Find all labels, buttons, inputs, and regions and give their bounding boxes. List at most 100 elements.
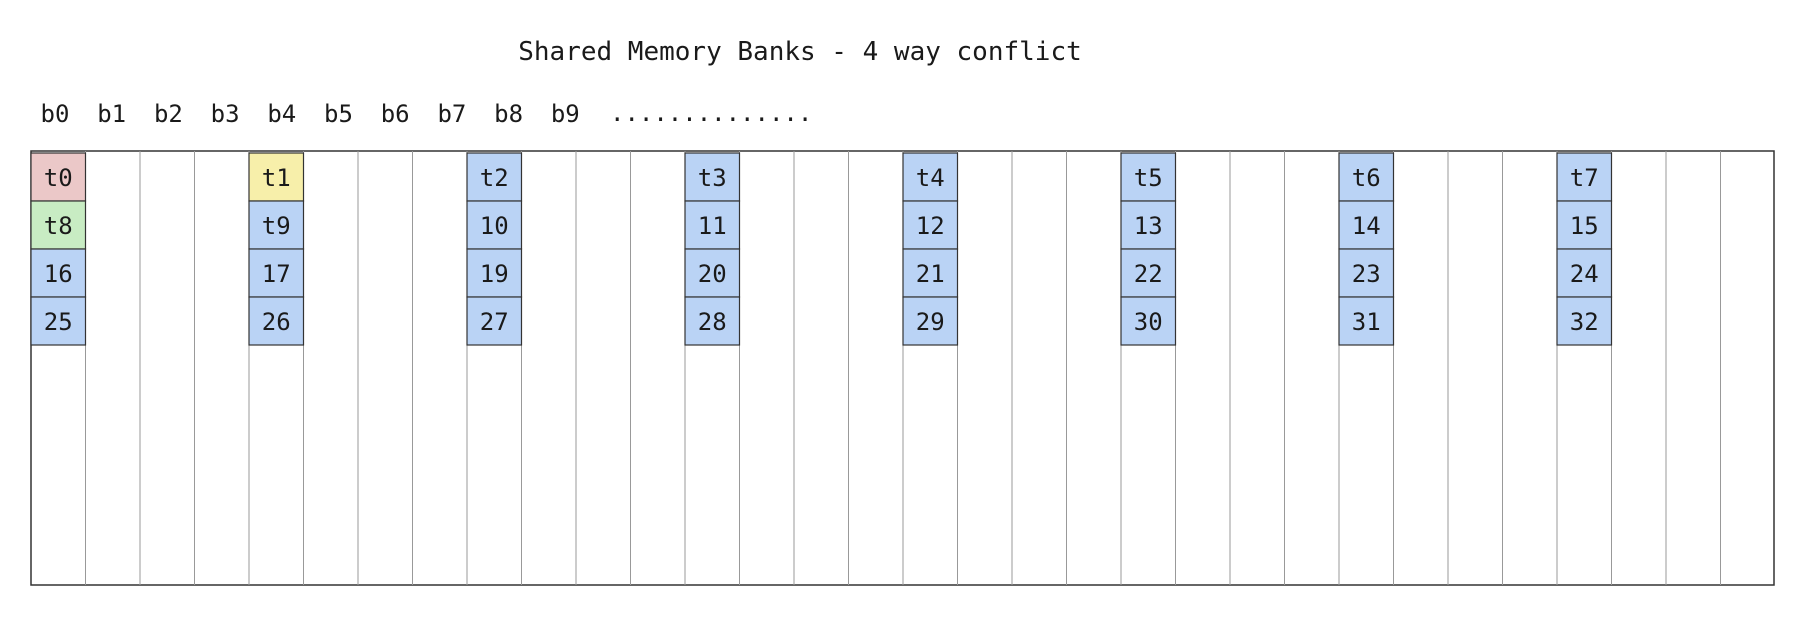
bank-labels: b0 b1 b2 b3 b4 b5 b6 b7 b8 b9 [41, 100, 580, 128]
thread-cell: t6 [1338, 152, 1395, 202]
thread-cell-box [466, 152, 523, 202]
thread-cell-box [1556, 152, 1613, 202]
bank-label-b7: b7 [437, 100, 466, 128]
thread-label: 10 [480, 212, 509, 240]
thread-cell: 29 [902, 296, 959, 346]
thread-cell: 10 [466, 200, 523, 250]
thread-label: 16 [44, 260, 73, 288]
thread-label: t0 [44, 164, 73, 192]
bank-label-b2: b2 [154, 100, 183, 128]
thread-cell-box [1120, 296, 1177, 346]
diagram-title: Shared Memory Banks - 4 way conflict [518, 37, 1082, 67]
thread-cell-box [684, 248, 741, 298]
thread-cell: 11 [684, 200, 741, 250]
thread-cell: 27 [466, 296, 523, 346]
thread-cell-box [466, 248, 523, 298]
thread-cell-box [248, 248, 305, 298]
thread-cell-box [902, 152, 959, 202]
thread-cell-box [466, 296, 523, 346]
thread-cell: 20 [684, 248, 741, 298]
thread-label: 24 [1570, 260, 1599, 288]
thread-cell-box [902, 200, 959, 250]
thread-label: t2 [480, 164, 509, 192]
thread-label: t6 [1352, 164, 1381, 192]
thread-cell: 30 [1120, 296, 1177, 346]
thread-label: 21 [916, 260, 945, 288]
thread-label: 26 [262, 308, 291, 336]
thread-label: 31 [1352, 308, 1381, 336]
thread-label: 23 [1352, 260, 1381, 288]
thread-cell: 13 [1120, 200, 1177, 250]
thread-label: 20 [698, 260, 727, 288]
thread-cell-box [684, 200, 741, 250]
bank-label-b3: b3 [211, 100, 240, 128]
thread-cell-box [248, 200, 305, 250]
thread-cell: 12 [902, 200, 959, 250]
thread-cell-box [684, 296, 741, 346]
thread-cell: 32 [1556, 296, 1613, 346]
thread-cell-box [1338, 296, 1395, 346]
thread-cell-box [902, 296, 959, 346]
thread-label: 11 [698, 212, 727, 240]
bank-label-b5: b5 [324, 100, 353, 128]
thread-cell-box [1556, 248, 1613, 298]
thread-cell-box [902, 248, 959, 298]
thread-label: 12 [916, 212, 945, 240]
bank-label-b6: b6 [381, 100, 410, 128]
thread-label: 29 [916, 308, 945, 336]
bank-label-b8: b8 [494, 100, 523, 128]
thread-label: t8 [44, 212, 73, 240]
bank-label-b4: b4 [267, 100, 296, 128]
thread-cells: t0 t8 16 25 t1 t9 17 26 t2 10 19 27 t3 11 20 28 t4 12 21 29… [30, 152, 1613, 346]
thread-cell: 31 [1338, 296, 1395, 346]
thread-cell: t0 [30, 152, 87, 202]
thread-label: t1 [262, 164, 291, 192]
thread-cell: t1 [248, 152, 305, 202]
thread-cell-box [1556, 296, 1613, 346]
bank-label-b1: b1 [97, 100, 126, 128]
thread-label: 25 [44, 308, 73, 336]
thread-label: 14 [1352, 212, 1381, 240]
thread-label: t7 [1570, 164, 1599, 192]
thread-label: t9 [262, 212, 291, 240]
thread-cell: t7 [1556, 152, 1613, 202]
thread-cell: t4 [902, 152, 959, 202]
thread-cell: 23 [1338, 248, 1395, 298]
more-banks-ellipsis: .............. [610, 99, 812, 127]
thread-cell: 21 [902, 248, 959, 298]
thread-cell: 26 [248, 296, 305, 346]
thread-cell: t3 [684, 152, 741, 202]
thread-cell-box [248, 296, 305, 346]
thread-label: 32 [1570, 308, 1599, 336]
bank-label-b0: b0 [41, 100, 70, 128]
thread-cell: 14 [1338, 200, 1395, 250]
thread-cell-box [1338, 200, 1395, 250]
thread-label: t4 [916, 164, 945, 192]
thread-label: 17 [262, 260, 291, 288]
thread-label: 30 [1134, 308, 1163, 336]
thread-cell-box [1338, 248, 1395, 298]
thread-cell: 28 [684, 296, 741, 346]
bank-label-b9: b9 [551, 100, 580, 128]
thread-cell: 24 [1556, 248, 1613, 298]
thread-cell-box [466, 200, 523, 250]
thread-cell: t9 [248, 200, 305, 250]
thread-label: 15 [1570, 212, 1599, 240]
thread-cell: 19 [466, 248, 523, 298]
thread-cell: 17 [248, 248, 305, 298]
thread-cell-box [1556, 200, 1613, 250]
thread-cell: 16 [30, 248, 87, 298]
thread-cell: t2 [466, 152, 523, 202]
thread-label: 19 [480, 260, 509, 288]
thread-cell: t5 [1120, 152, 1177, 202]
thread-cell-box [30, 296, 87, 346]
thread-label: t3 [698, 164, 727, 192]
thread-cell: t8 [30, 200, 87, 250]
thread-label: 28 [698, 308, 727, 336]
thread-cell: 15 [1556, 200, 1613, 250]
thread-cell: 22 [1120, 248, 1177, 298]
thread-label: t5 [1134, 164, 1163, 192]
thread-cell-box [1120, 200, 1177, 250]
thread-label: 13 [1134, 212, 1163, 240]
